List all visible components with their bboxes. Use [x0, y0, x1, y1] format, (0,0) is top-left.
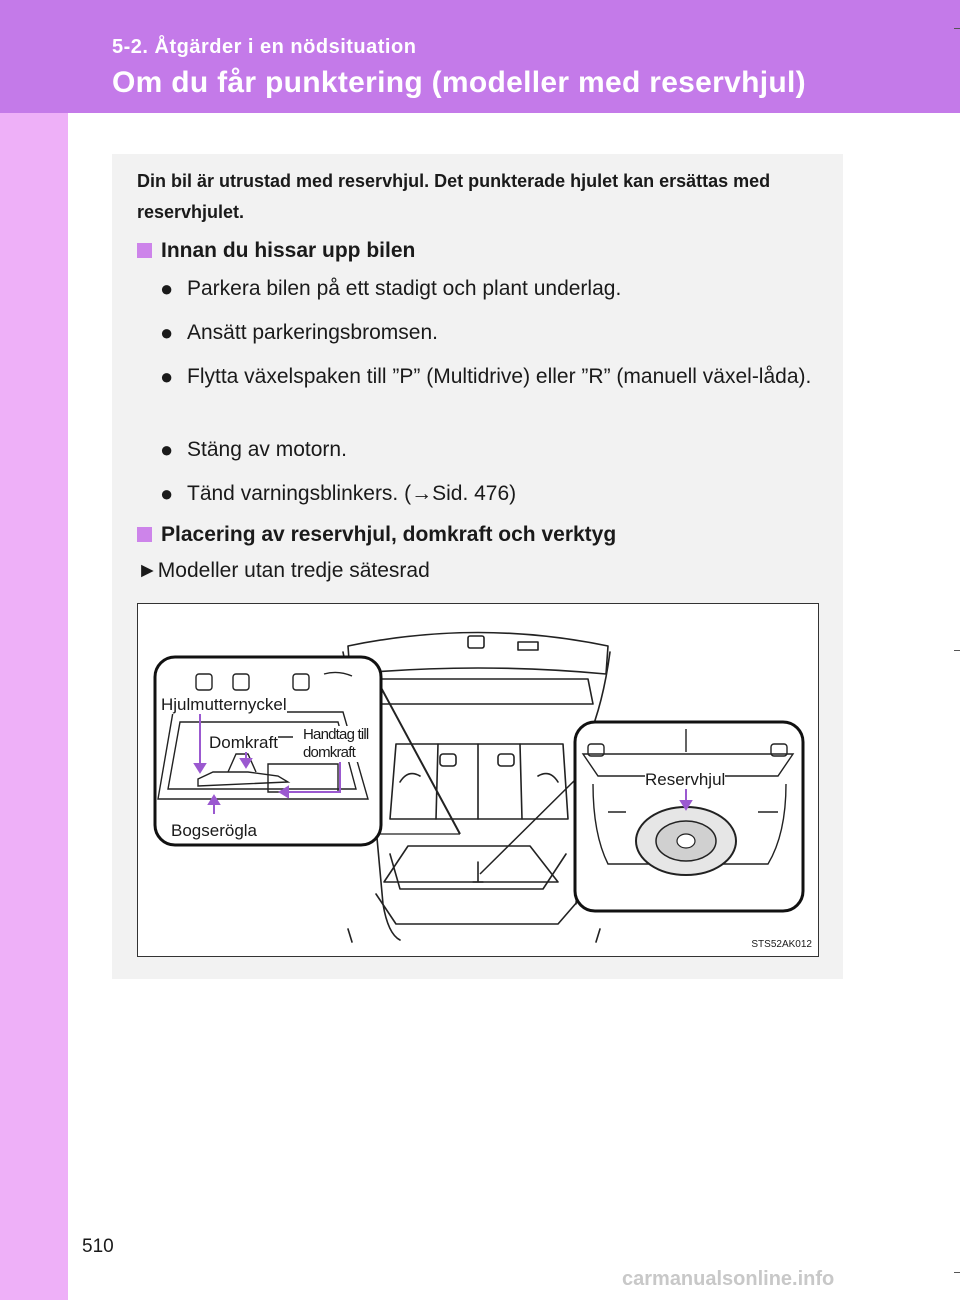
inset-spare-wheel — [479, 720, 805, 913]
page-title: Om du får punktering (modeller med reser… — [112, 66, 806, 99]
bullet-item: ● Stäng av motorn. — [160, 435, 820, 465]
label-jack-handle-line1: Handtag till — [303, 726, 369, 743]
bullet-dot-icon: ● — [160, 364, 174, 389]
label-spare-wheel: Reservhjul — [645, 770, 726, 789]
heading-text: Placering av reservhjul, domkraft och ve… — [161, 523, 617, 546]
heading-placement: Placering av reservhjul, domkraft och ve… — [137, 523, 616, 547]
trunk-illustration: Hjulmutternyckel Domkraft Handtag till d… — [137, 603, 819, 957]
bullet-item: ● Ansätt parkeringsbromsen. — [160, 318, 820, 348]
watermark: carmanualsonline.info — [622, 1268, 835, 1290]
bullet-dot-icon: ● — [160, 320, 174, 345]
figure-code: STS52AK012 — [751, 939, 812, 950]
bullet-item: ● Parkera bilen på ett stadigt och plant… — [160, 274, 820, 304]
heading-text: Innan du hissar upp bilen — [161, 239, 416, 262]
label-jack-handle-line2: domkraft — [303, 744, 356, 761]
bullet-item: ● Flytta växelspaken till ”P” (Multidriv… — [160, 362, 820, 392]
bullet-text: Ansätt parkeringsbromsen. — [187, 321, 438, 344]
label-jack: Domkraft — [209, 733, 278, 752]
side-strip — [0, 0, 68, 1300]
intro-text: Din bil är utrustad med reservhjul. Det … — [137, 171, 771, 222]
heading-square-icon — [137, 243, 152, 258]
model-variant-note: ►Modeller utan tredje sätesrad — [137, 559, 430, 582]
label-wheel-nut-wrench: Hjulmutternyckel — [161, 695, 287, 714]
bullet-item: ● Tänd varningsblinkers. (→Sid. 476) — [160, 479, 820, 509]
crop-mark — [954, 650, 960, 651]
crop-mark — [954, 28, 960, 29]
bullet-dot-icon: ● — [160, 437, 174, 462]
section-label: 5-2. Åtgärder i en nödsituation — [112, 36, 417, 58]
bullet-dot-icon: ● — [160, 481, 174, 506]
heading-square-icon — [137, 527, 152, 542]
bullet-text: Parkera bilen på ett stadigt och plant u… — [187, 277, 622, 300]
bullet-text: Flytta växelspaken till ”P” (Multidrive)… — [187, 365, 812, 388]
crop-mark — [954, 1272, 960, 1273]
label-jack-handle: Handtag till domkraft — [303, 726, 369, 762]
label-towing-eyelet: Bogserögla — [171, 821, 258, 840]
heading-before-lifting: Innan du hissar upp bilen — [137, 239, 415, 263]
bullet-dot-icon: ● — [160, 276, 174, 301]
chapter-header: 5-2. Åtgärder i en nödsituation Om du få… — [0, 0, 960, 113]
bullet-text: Stäng av motorn. — [187, 438, 347, 461]
page-number: 510 — [82, 1236, 114, 1257]
bullet-text: Tänd varningsblinkers. (→Sid. 476) — [187, 482, 517, 505]
